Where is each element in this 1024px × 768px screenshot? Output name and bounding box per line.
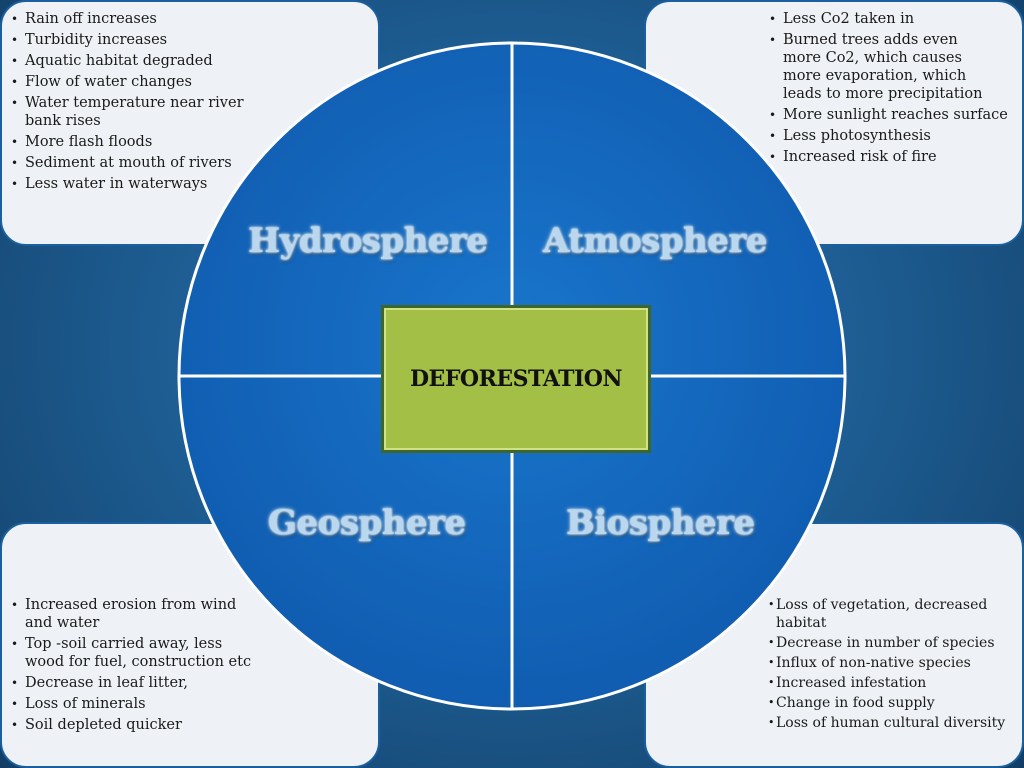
list-item: Less Co2 taken in — [766, 10, 1012, 28]
list-item: Less water in waterways — [8, 175, 366, 193]
list-item: Influx of non-native species — [768, 654, 1012, 672]
list-item: Increased erosion from wind and water — [8, 596, 250, 632]
list-item: Water temperature near river bank rises — [8, 94, 250, 130]
list-item: Loss of vegetation, decreased habitat — [768, 596, 991, 632]
list-item: Top -soil carried away, less wood for fu… — [8, 635, 265, 671]
hydrosphere-effects-list: Rain off increases Turbidity increases A… — [8, 10, 366, 193]
list-item: Sediment at mouth of rivers — [8, 154, 366, 172]
atmosphere-effects-list: Less Co2 taken in Burned trees adds even… — [766, 10, 1012, 166]
list-item: Flow of water changes — [8, 73, 366, 91]
list-item: Aquatic habitat degraded — [8, 52, 366, 70]
deforestation-center-box: DEFORESTATION — [381, 305, 651, 453]
list-item: More sunlight reaches surface — [766, 106, 1012, 124]
list-item: Increased infestation — [768, 674, 1012, 692]
geosphere-effects-list: Increased erosion from wind and water To… — [8, 596, 368, 734]
list-item: Burned trees adds even more Co2, which c… — [766, 31, 998, 103]
deforestation-title: DEFORESTATION — [409, 366, 623, 392]
list-item: Rain off increases — [8, 10, 366, 28]
list-item: Less photosynthesis — [766, 127, 1012, 145]
list-item: Change in food supply — [768, 694, 1012, 712]
atmosphere-label: Atmosphere — [543, 221, 767, 261]
list-item: Soil depleted quicker — [8, 716, 368, 734]
geosphere-label: Geosphere — [268, 503, 466, 543]
list-item: More flash floods — [8, 133, 366, 151]
list-item: Loss of minerals — [8, 695, 368, 713]
list-item: Loss of human cultural diversity — [768, 714, 1012, 732]
list-item: Decrease in leaf litter, — [8, 674, 368, 692]
list-item: Increased risk of fire — [766, 148, 1012, 166]
hydrosphere-label: Hydrosphere — [248, 221, 488, 261]
biosphere-label: Biosphere — [566, 503, 755, 543]
list-item: Turbidity increases — [8, 31, 366, 49]
biosphere-effects-list: Loss of vegetation, decreased habitat De… — [768, 596, 1012, 732]
list-item: Decrease in number of species — [768, 634, 1012, 652]
